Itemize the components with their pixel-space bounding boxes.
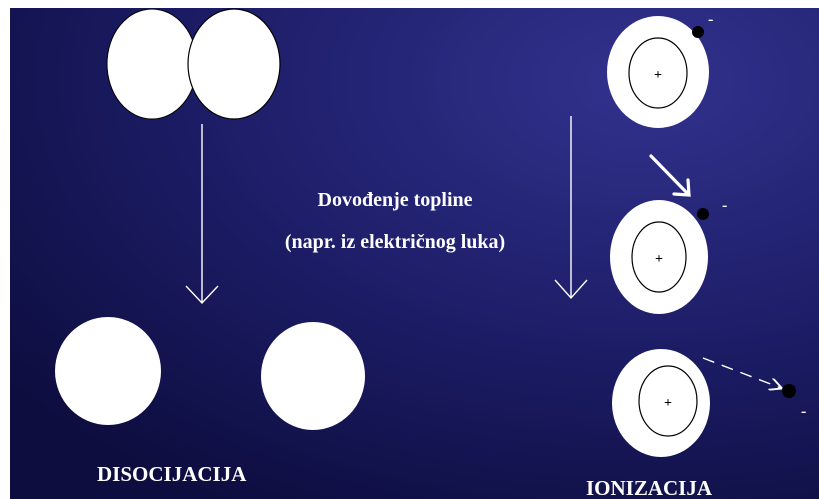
- atom-nucleus: [638, 365, 698, 437]
- ejection-arrow: [702, 357, 781, 388]
- heat-input-line1: Dovođenje topline: [318, 189, 473, 211]
- atom-shell: [612, 349, 710, 457]
- nucleus-plus-sign: +: [654, 68, 662, 83]
- atom-shell: [610, 200, 708, 314]
- atom-bound: + -: [607, 11, 713, 128]
- atom-ionized: + -: [612, 349, 806, 457]
- diagram-canvas: Dovođenje topline (napr. iz električnog …: [10, 8, 819, 499]
- dissociated-atom-left: [55, 317, 161, 425]
- nucleus-plus-sign: +: [655, 252, 663, 267]
- electron: [692, 26, 704, 38]
- energy-arrow: [649, 154, 691, 197]
- ionization-arrow: [554, 116, 588, 300]
- molecule-atom-right: [187, 8, 281, 120]
- heat-input-line2: (napr. iz električnog luka): [285, 231, 505, 253]
- dissociated-atom-right: [261, 322, 365, 430]
- dissociation-arrow: [185, 124, 219, 305]
- electron-minus-sign: -: [801, 403, 806, 420]
- dissociation-label: DISOCIJACIJA: [97, 462, 247, 486]
- nucleus-plus-sign: +: [664, 396, 672, 411]
- free-electron: [782, 384, 796, 398]
- atom-nucleus: [631, 221, 687, 293]
- electron-minus-sign: -: [708, 11, 713, 28]
- ionization-label: IONIZACIJA: [586, 476, 713, 499]
- molecule: [106, 8, 281, 120]
- electron: [697, 208, 709, 220]
- atom-shell: [607, 16, 709, 128]
- molecule-atom-left: [106, 8, 198, 120]
- atom-excited: + -: [610, 197, 727, 314]
- atom-nucleus: [628, 37, 688, 109]
- electron-minus-sign: -: [722, 197, 727, 214]
